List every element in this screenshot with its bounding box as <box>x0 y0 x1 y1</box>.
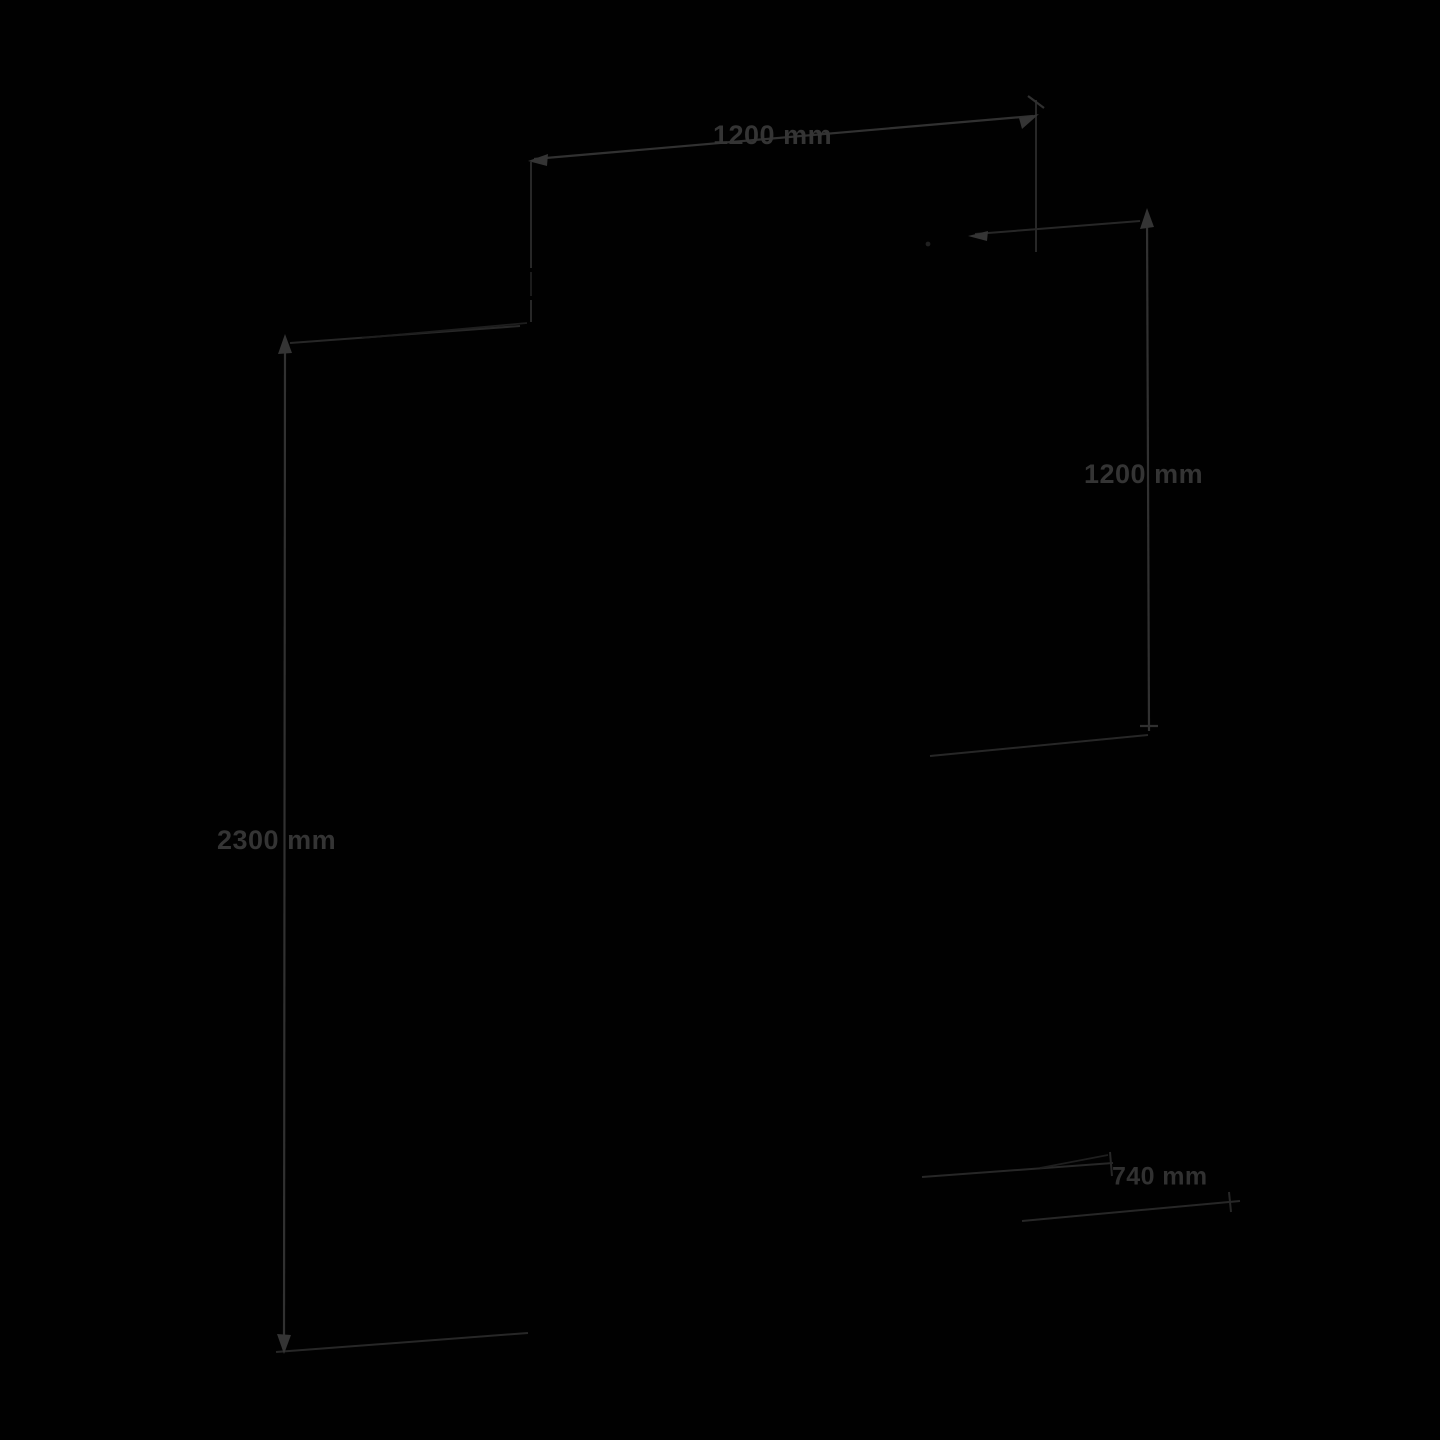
arrowhead-top-right <box>1019 114 1039 129</box>
extension-line-detail-lower <box>1021 1200 1241 1222</box>
dimension-label-left-height: 2300 mm <box>217 825 336 855</box>
extension-line-right-bottom <box>929 734 1149 757</box>
dimension-line-top-width <box>533 114 1034 161</box>
dimension-line-right-height <box>1145 213 1151 732</box>
connector-line-detail-right <box>1228 1191 1232 1213</box>
dimension-line-left-height <box>282 339 287 1349</box>
dimension-top-width: 1200 mm <box>528 95 1045 322</box>
arrowhead-left-top <box>278 334 292 354</box>
dimension-label-top-width: 1200 mm <box>713 120 832 150</box>
dimension-label-detail-width: 740 mm <box>1112 1163 1208 1191</box>
extension-line-right-top <box>974 220 1141 235</box>
arrowhead-right-top <box>1140 208 1154 229</box>
dimension-right-height: 1200 mm <box>925 208 1203 757</box>
reference-dot-right-top <box>925 241 931 247</box>
connector-line-detail <box>1109 1151 1113 1177</box>
extension-line-detail-upper <box>921 1162 1114 1178</box>
tick-top-right <box>1027 95 1045 109</box>
arrowhead-top-left <box>528 154 548 166</box>
dimension-label-right-height: 1200 mm <box>1084 459 1203 489</box>
arrowhead-right-top-witness <box>968 231 988 241</box>
arrowhead-left-bottom <box>277 1334 291 1354</box>
dimension-left-height: 2300 mm <box>217 322 529 1354</box>
dimension-detail-width: 740 mm <box>921 1151 1241 1222</box>
extension-line-detail-upper-tail <box>1039 1154 1109 1169</box>
extension-line-left-top-upper <box>361 322 528 339</box>
extension-line-left-bottom <box>275 1332 529 1353</box>
